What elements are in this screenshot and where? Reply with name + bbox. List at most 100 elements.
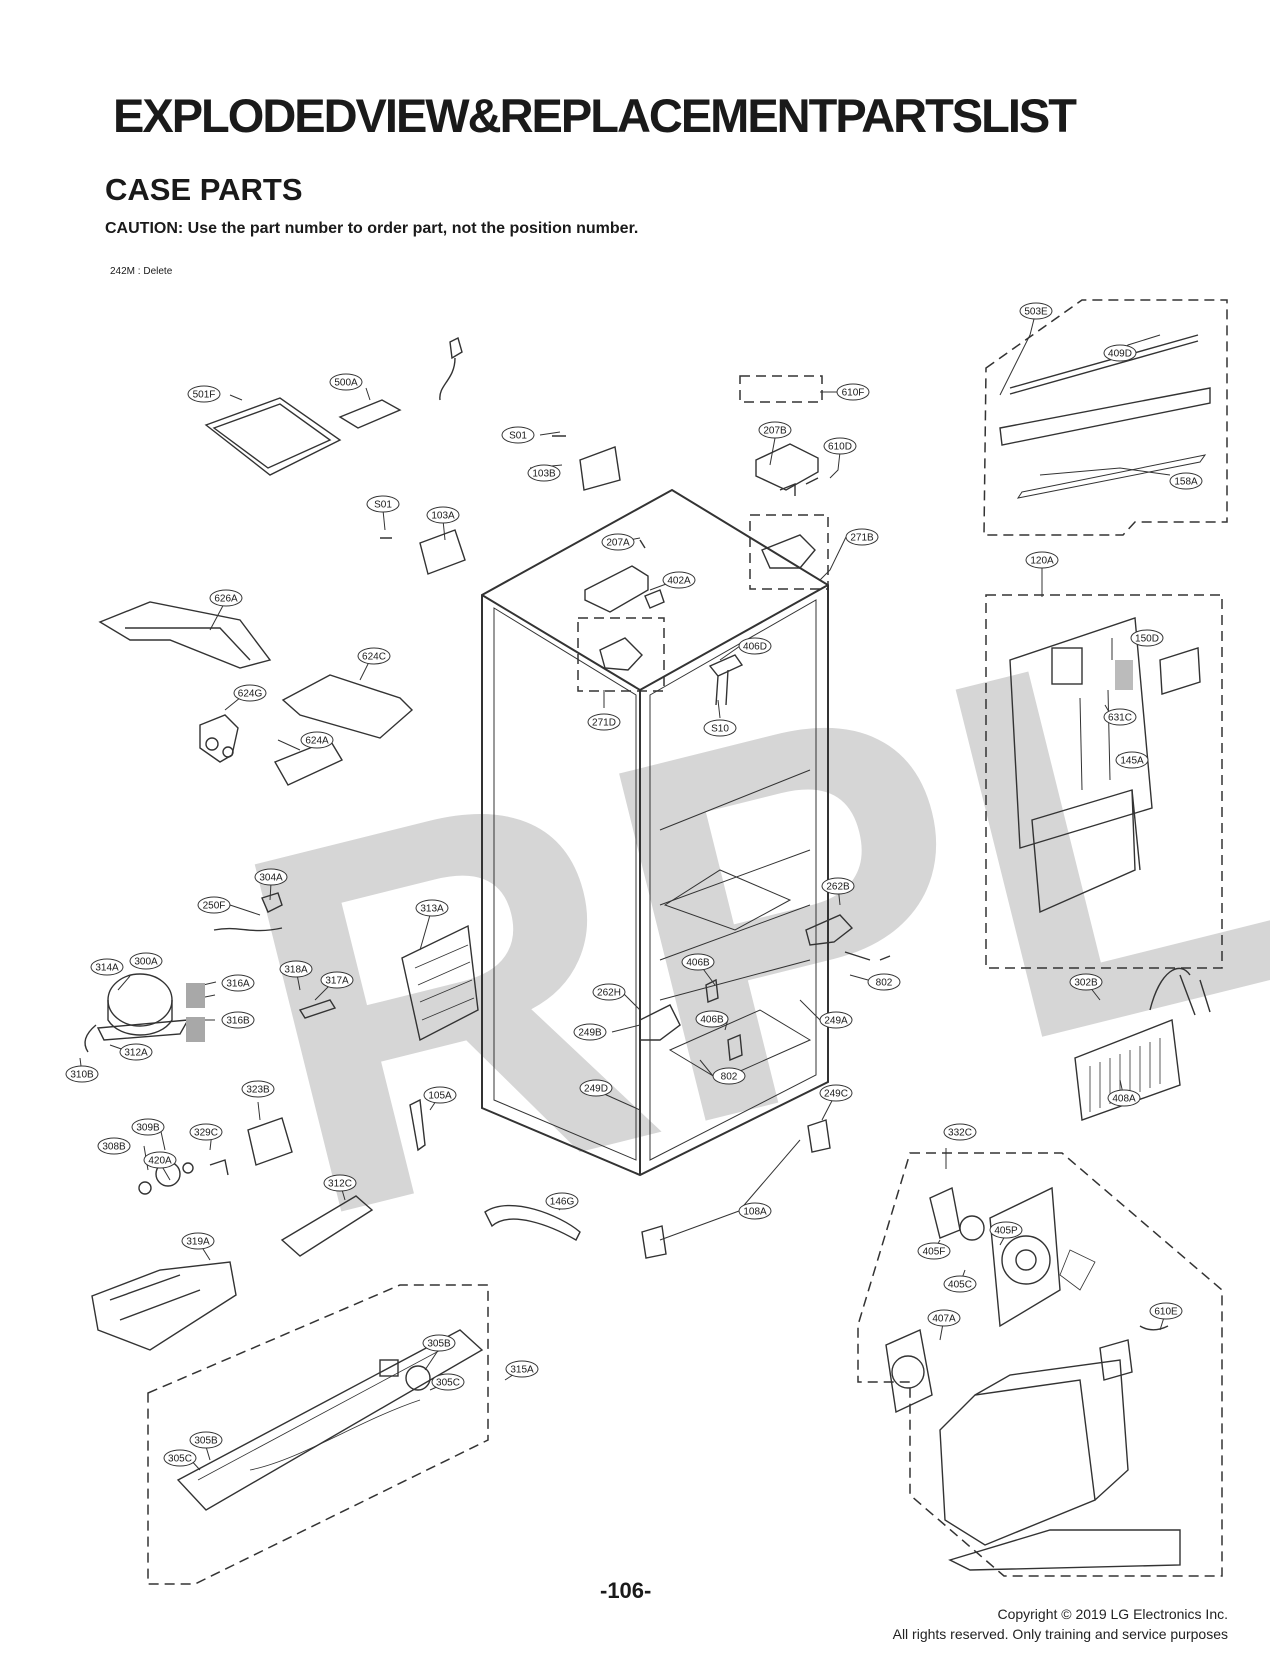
page-number: -106- xyxy=(600,1578,652,1603)
callout-S01-mid: S01 xyxy=(366,495,400,513)
callout-309B: 309B xyxy=(131,1118,165,1136)
svg-text:145A: 145A xyxy=(1120,756,1144,767)
delete-note: 242M : Delete xyxy=(110,266,173,277)
svg-text:405P: 405P xyxy=(994,1226,1018,1237)
callout-406B-lower: 406B xyxy=(695,1010,729,1028)
callout-308B: 308B xyxy=(97,1137,131,1155)
svg-text:108A: 108A xyxy=(743,1207,767,1218)
callout-316B: 316B xyxy=(221,1011,255,1029)
svg-text:146G: 146G xyxy=(550,1197,575,1208)
callout-145A: 145A xyxy=(1115,751,1149,769)
svg-text:407A: 407A xyxy=(932,1314,956,1325)
callout-305C-upper: 305C xyxy=(431,1373,465,1391)
callout-314A: 314A xyxy=(90,958,124,976)
callout-304A: 304A xyxy=(254,868,288,886)
cabinet-drawing xyxy=(481,488,829,1177)
svg-text:S10: S10 xyxy=(711,724,729,735)
callout-631C: 631C xyxy=(1103,708,1137,726)
svg-text:315A: 315A xyxy=(510,1365,534,1376)
svg-text:158A: 158A xyxy=(1174,477,1198,488)
callout-406D: 406D xyxy=(738,637,772,655)
callout-624C: 624C xyxy=(357,647,391,665)
svg-text:610E: 610E xyxy=(1154,1307,1178,1318)
svg-text:S01: S01 xyxy=(509,431,527,442)
callout-S10: S10 xyxy=(703,719,737,737)
svg-text:262H: 262H xyxy=(597,988,621,999)
callout-271B: 271B xyxy=(845,528,879,546)
callout-405P: 405P xyxy=(989,1221,1023,1239)
svg-text:610D: 610D xyxy=(828,442,852,453)
callout-319A: 319A xyxy=(181,1232,215,1250)
svg-text:626A: 626A xyxy=(214,594,238,605)
callout-329C: 329C xyxy=(189,1123,223,1141)
svg-text:305C: 305C xyxy=(436,1378,460,1389)
svg-text:409D: 409D xyxy=(1108,349,1132,360)
machine-cover-group-outline xyxy=(147,1284,489,1585)
part-labels: 503E 409D 158A 610F 207B 610D 501F 500A … xyxy=(65,302,1203,1467)
callout-409D: 409D xyxy=(1103,344,1137,362)
control-panel-group-outline xyxy=(985,594,1223,969)
fan-assembly-group-outline xyxy=(857,1152,1223,1577)
svg-text:631C: 631C xyxy=(1108,713,1132,724)
svg-text:308B: 308B xyxy=(102,1142,126,1153)
hinge-top-right-outline xyxy=(749,514,829,590)
callout-105A: 105A xyxy=(423,1086,457,1104)
callout-405C: 405C xyxy=(943,1275,977,1293)
svg-text:302B: 302B xyxy=(1074,978,1098,989)
callout-802-right: 802 xyxy=(867,973,901,991)
callout-271D: 271D xyxy=(587,713,621,731)
svg-text:312A: 312A xyxy=(124,1048,148,1059)
svg-text:323B: 323B xyxy=(246,1085,270,1096)
svg-text:150D: 150D xyxy=(1135,634,1159,645)
callout-310B: 310B xyxy=(65,1065,99,1083)
svg-text:249C: 249C xyxy=(824,1089,848,1100)
callout-103A: 103A xyxy=(426,506,460,524)
svg-text:316A: 316A xyxy=(226,979,250,990)
svg-text:316B: 316B xyxy=(226,1016,250,1027)
callout-146G: 146G xyxy=(545,1192,579,1210)
svg-text:610F: 610F xyxy=(842,388,865,399)
callout-313A: 313A xyxy=(415,899,449,917)
callout-501F: 501F xyxy=(187,385,221,403)
callout-103B: 103B xyxy=(527,464,561,482)
callout-305B-lower: 305B xyxy=(189,1431,223,1449)
callout-318A: 318A xyxy=(279,960,313,978)
callout-610E: 610E xyxy=(1149,1302,1183,1320)
callout-624A: 624A xyxy=(300,731,334,749)
svg-text:402A: 402A xyxy=(667,576,691,587)
svg-text:624C: 624C xyxy=(362,652,386,663)
svg-text:249B: 249B xyxy=(578,1028,602,1039)
callout-305C-lower: 305C xyxy=(163,1449,197,1467)
svg-text:249A: 249A xyxy=(824,1016,848,1027)
callout-312A: 312A xyxy=(119,1043,153,1061)
svg-text:207B: 207B xyxy=(763,426,787,437)
callout-405F: 405F xyxy=(917,1242,951,1260)
svg-text:501F: 501F xyxy=(193,390,216,401)
svg-text:304A: 304A xyxy=(259,873,283,884)
callout-250F: 250F xyxy=(197,896,231,914)
svg-text:S01: S01 xyxy=(374,500,392,511)
callout-158A: 158A xyxy=(1169,472,1203,490)
svg-text:408A: 408A xyxy=(1112,1094,1136,1105)
watermark: RPL xyxy=(194,512,1270,1327)
callout-300A: 300A xyxy=(129,952,163,970)
copyright: Copyright © 2019 LG Electronics Inc. All… xyxy=(893,1604,1228,1644)
callout-262B: 262B xyxy=(821,877,855,895)
svg-text:406D: 406D xyxy=(743,642,767,653)
callout-108A: 108A xyxy=(738,1202,772,1220)
callout-249B: 249B xyxy=(573,1023,607,1041)
svg-text:120A: 120A xyxy=(1030,556,1054,567)
svg-text:319A: 319A xyxy=(186,1237,210,1248)
callout-120A: 120A xyxy=(1025,551,1059,569)
callout-407A: 407A xyxy=(927,1309,961,1327)
svg-text:317A: 317A xyxy=(325,976,349,987)
svg-text:262B: 262B xyxy=(826,882,850,893)
callout-207B: 207B xyxy=(758,421,792,439)
svg-text:802: 802 xyxy=(876,978,893,989)
svg-text:332C: 332C xyxy=(948,1128,972,1139)
callout-262H: 262H xyxy=(592,983,626,1001)
shelf-lighting-group-outline xyxy=(983,299,1228,536)
svg-text:420A: 420A xyxy=(148,1156,172,1167)
svg-text:310B: 310B xyxy=(70,1070,94,1081)
